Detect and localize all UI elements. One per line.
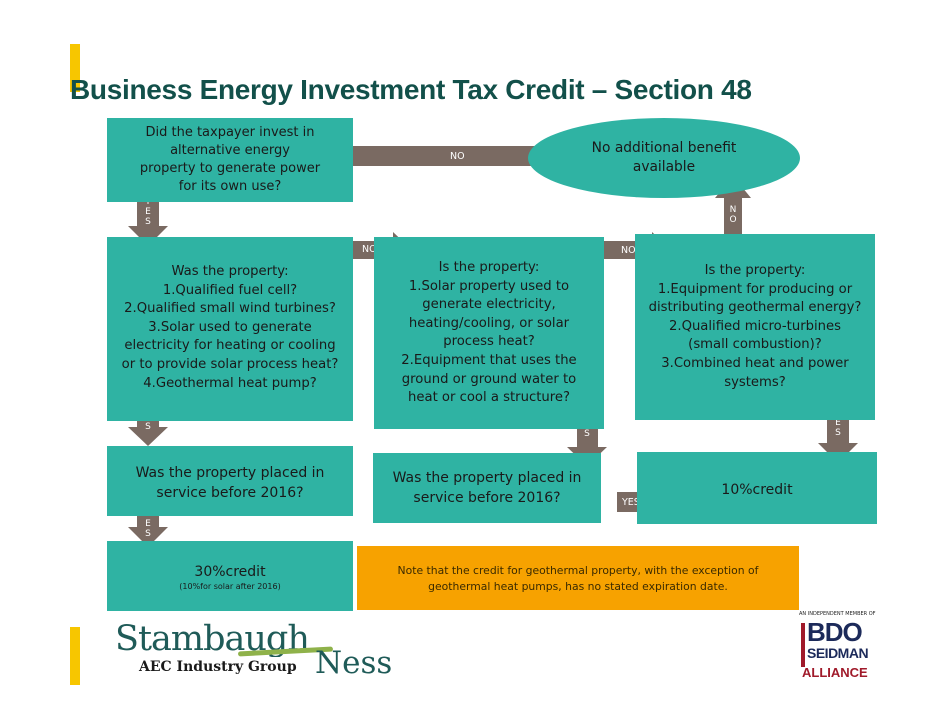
stambaugh-ness-logo: Stambaugh AEC Industry Group Ness bbox=[113, 619, 398, 683]
question-geothermal-box: Is the property: 1.Equipment for produci… bbox=[635, 234, 875, 420]
no-benefit-ellipse: No additional benefit available bbox=[528, 118, 800, 198]
credit-10-box: 10%credit bbox=[637, 452, 877, 524]
label-no-q1: NO bbox=[450, 151, 465, 162]
accent-bar-top bbox=[70, 44, 80, 92]
bdo-wordmark: BDO bbox=[807, 617, 863, 647]
alliance-wordmark: ALLIANCE bbox=[802, 665, 868, 680]
bdo-tagline: An Independent Member Of bbox=[799, 611, 876, 617]
question-invest-box: Did the taxpayer invest in alternative e… bbox=[107, 118, 353, 202]
aec-text: AEC Industry Group bbox=[139, 659, 297, 675]
accent-bar-bottom bbox=[70, 627, 80, 685]
credit-30-box: 30%credit (10%for solar after 2016) bbox=[107, 541, 353, 611]
geothermal-note: Note that the credit for geothermal prop… bbox=[357, 546, 799, 610]
seidman-wordmark: SEIDMAN bbox=[807, 645, 869, 661]
label-no-q2: NO bbox=[362, 244, 377, 255]
arrow-yes-q1 bbox=[128, 196, 168, 246]
question-solar-ground-box: Is the property: 1.Solar property used t… bbox=[374, 237, 604, 429]
aec-banner: AEC Industry Group bbox=[113, 657, 313, 679]
bdo-rule-left bbox=[801, 623, 805, 667]
arrow-no-q1 bbox=[346, 140, 585, 172]
credit-30-label: 30%credit bbox=[194, 564, 266, 580]
page-title: Business Energy Investment Tax Credit – … bbox=[70, 74, 752, 105]
ness-wordmark: Ness bbox=[315, 645, 393, 681]
question-property-list-box: Was the property: 1.Qualified fuel cell?… bbox=[107, 237, 353, 421]
label-no-q3: NO bbox=[621, 245, 636, 256]
bdo-seidman-logo: An Independent Member Of BDO SEIDMAN ALL… bbox=[799, 611, 879, 683]
question-service-date-left-box: Was the property placed in service befor… bbox=[107, 446, 353, 516]
question-service-date-mid-box: Was the property placed in service befor… bbox=[373, 453, 601, 523]
label-yes-q6: YES bbox=[622, 497, 640, 508]
credit-30-sub: (10%for solar after 2016) bbox=[179, 582, 281, 591]
